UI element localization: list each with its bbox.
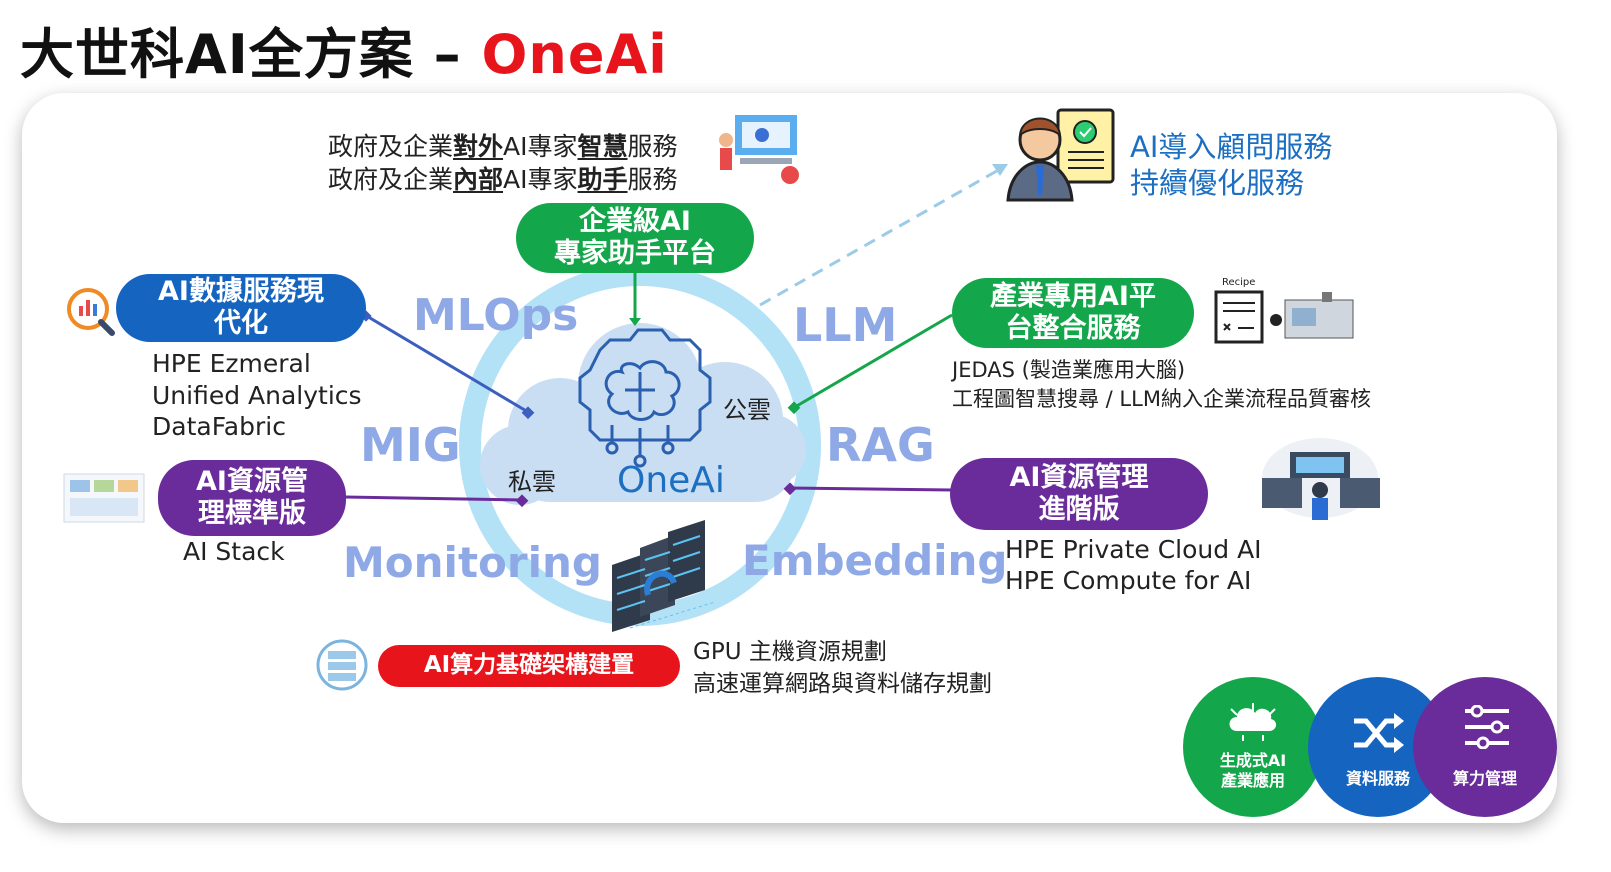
data-service-button[interactable]: 資料服務 [1308, 677, 1448, 817]
compute-infra-pill[interactable]: AI算力基礎架構建置 [378, 645, 680, 687]
resource-advanced-item: HPE Private Cloud AI [1005, 535, 1262, 564]
keyword-mlops: MLOps [413, 290, 579, 341]
resource-advanced-item: HPE Compute for AI [1005, 566, 1252, 595]
consultant-icon [1006, 108, 1115, 202]
recipe-label: Recipe [1222, 277, 1256, 288]
recipe-machine-icon [1214, 290, 1354, 344]
magnifier-chart-icon [67, 288, 115, 336]
resource-standard-pill[interactable]: AI資源管理標準版 [158, 460, 346, 536]
industry-ai-desc2: 工程圖智慧搜尋 / LLM納入企業流程品質審核 [952, 387, 1371, 411]
analyst-illustration-icon [719, 115, 799, 184]
data-service-item: Unified Analytics [152, 381, 362, 410]
ai-cloud-icon [1229, 703, 1277, 741]
server-list-icon [316, 639, 368, 691]
keyword-monitoring: Monitoring [343, 538, 602, 587]
consulting-line2: 持續優化服務 [1130, 166, 1305, 200]
keyword-rag: RAG [826, 418, 935, 472]
data-service-item: HPE Ezmeral [152, 349, 311, 378]
keyword-llm: LLM [793, 298, 898, 352]
brain-chip-icon [578, 328, 712, 468]
title-prefix: 大世科AI全方案 – [20, 23, 482, 86]
server-rack-icon [612, 520, 716, 632]
data-service-button-label: 資料服務 [1345, 769, 1410, 788]
industry-ai-pill[interactable]: 產業專用AI平台整合服務 [952, 278, 1194, 348]
public-cloud-label: 公雲 [723, 396, 771, 424]
top-service-line1: 政府及企業對外AI專家智慧服務 [328, 132, 678, 161]
compute-desc2: 高速運算網路與資料儲存規劃 [693, 671, 992, 697]
top-service-line2: 政府及企業內部AI專家助手服務 [328, 165, 678, 194]
shuffle-icon [1354, 713, 1404, 753]
industry-ai-desc1: JEDAS (製造業應用大腦) [952, 358, 1186, 382]
cloud-shape [480, 323, 806, 505]
genai-label1: 生成式AI [1219, 751, 1287, 770]
compute-desc1: GPU 主機資源規劃 [693, 639, 887, 665]
page-title: 大世科AI全方案 – OneAi [20, 10, 668, 89]
control-room-icon [1262, 438, 1380, 520]
data-service-item: DataFabric [152, 412, 286, 441]
keyword-embedding: Embedding [742, 536, 1008, 585]
resource-standard-desc: AI Stack [183, 537, 285, 566]
consulting-line1: AI導入顧問服務 [1130, 130, 1333, 164]
resource-advanced-pill[interactable]: AI資源管理進階版 [950, 458, 1208, 530]
genai-label2: 產業應用 [1220, 771, 1285, 790]
private-cloud-label: 私雲 [508, 468, 556, 496]
data-service-pill[interactable]: AI數據服務現代化 [116, 274, 366, 342]
oneai-cloud-label: OneAi [617, 460, 725, 501]
sliders-icon [1465, 705, 1509, 749]
dashboard-thumbnail-icon [63, 473, 145, 523]
title-brand: OneAi [481, 23, 668, 86]
compute-management-button[interactable]: 算力管理 [1413, 677, 1557, 817]
keyword-mig: MIG [360, 418, 461, 472]
compute-management-button-label: 算力管理 [1452, 769, 1517, 788]
